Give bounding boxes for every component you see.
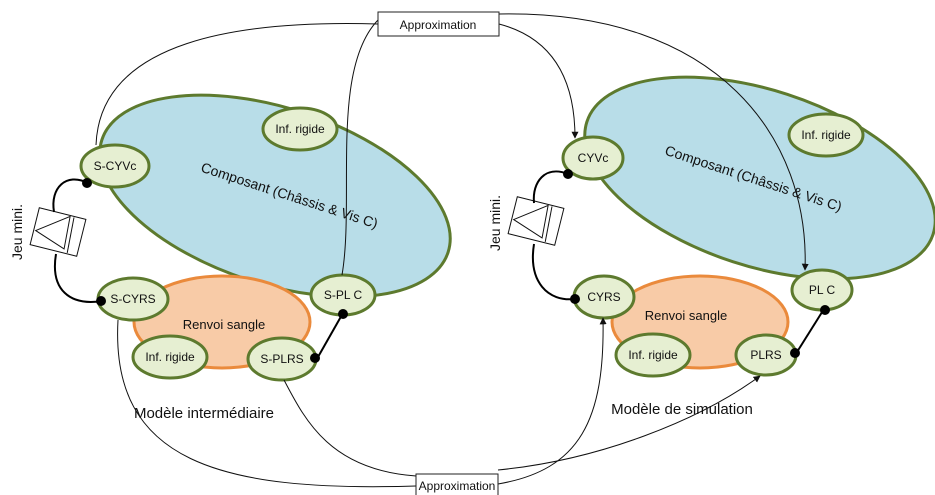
left-dot-cyrs bbox=[96, 296, 106, 306]
svg-text:Inf. rigide: Inf. rigide bbox=[275, 122, 325, 136]
left-caption: Modèle intermédiaire bbox=[134, 405, 274, 422]
svg-text:S-PL C: S-PL C bbox=[324, 288, 363, 302]
left-inf-rigide-bottom-node: Inf. rigide bbox=[131, 334, 209, 380]
right-renvoi-label: Renvoi sangle bbox=[645, 308, 727, 323]
left-plc-plrs-link bbox=[317, 312, 344, 358]
right-dot-cyrs bbox=[570, 294, 580, 304]
right-jeu-wire-top bbox=[532, 170, 569, 204]
right-inf-rigide-bottom-node: Inf. rigide bbox=[614, 332, 692, 378]
right-cyrs-node: CYRS bbox=[572, 274, 636, 320]
right-plc-plrs-link bbox=[796, 308, 825, 353]
svg-text:Inf. rigide: Inf. rigide bbox=[145, 350, 195, 364]
right-inf-rigide-top-node: Inf. rigide bbox=[787, 112, 865, 158]
svg-text:CYRS: CYRS bbox=[587, 290, 620, 304]
right-caption: Modèle de simulation bbox=[611, 401, 753, 418]
right-plrs-node: PLRS bbox=[734, 333, 798, 377]
svg-text:Approximation: Approximation bbox=[400, 18, 477, 32]
left-s-cyrs-node: S-CYRS bbox=[96, 276, 170, 322]
left-s-cyvc-node: S-CYVc bbox=[79, 143, 151, 189]
svg-text:Approximation: Approximation bbox=[419, 479, 496, 493]
approximation-box-top: Approximation bbox=[377, 11, 500, 37]
right-dot-cyv bbox=[563, 169, 573, 179]
right-jeu-mini-box bbox=[507, 196, 565, 246]
svg-text:S-CYVc: S-CYVc bbox=[94, 159, 137, 173]
svg-text:Inf. rigide: Inf. rigide bbox=[801, 128, 851, 142]
svg-text:S-CYRS: S-CYRS bbox=[110, 292, 155, 306]
svg-text:PL C: PL C bbox=[809, 283, 836, 297]
left-s-plrs-node: S-PLRS bbox=[246, 336, 318, 382]
left-inf-rigide-top-node: Inf. rigide bbox=[261, 106, 339, 152]
left-dot-plrs bbox=[310, 353, 320, 363]
svg-text:CYVc: CYVc bbox=[578, 151, 609, 165]
approximation-box-bottom: Approximation bbox=[415, 473, 499, 495]
svg-text:S-PLRS: S-PLRS bbox=[260, 352, 303, 366]
right-jeu-mini-label: Jeu mini. bbox=[487, 195, 503, 251]
right-model: Composant (Châssis & Vis C) Renvoi sangl… bbox=[487, 75, 935, 418]
left-jeu-wire-top bbox=[52, 178, 89, 213]
left-jeu-mini-label: Jeu mini. bbox=[9, 204, 25, 260]
svg-text:PLRS: PLRS bbox=[750, 348, 781, 362]
right-cyvc-node: CYVc bbox=[561, 135, 625, 181]
right-dot-plc bbox=[820, 305, 830, 315]
svg-text:Inf. rigide: Inf. rigide bbox=[628, 348, 678, 362]
right-plc-node: PL C bbox=[790, 268, 854, 312]
left-dot-plc bbox=[338, 309, 348, 319]
left-model: Composant (Châssis & Vis C) Renvoi sangl… bbox=[9, 93, 452, 422]
left-renvoi-label: Renvoi sangle bbox=[183, 317, 265, 332]
right-dot-plrs bbox=[790, 348, 800, 358]
left-jeu-wire-bottom bbox=[53, 253, 103, 303]
left-jeu-mini-box bbox=[29, 207, 87, 257]
left-dot-cyv bbox=[82, 178, 92, 188]
approximation-wires bbox=[95, 13, 809, 488]
right-jeu-wire-bottom bbox=[531, 243, 576, 301]
left-s-plc-node: S-PL C bbox=[309, 273, 377, 317]
